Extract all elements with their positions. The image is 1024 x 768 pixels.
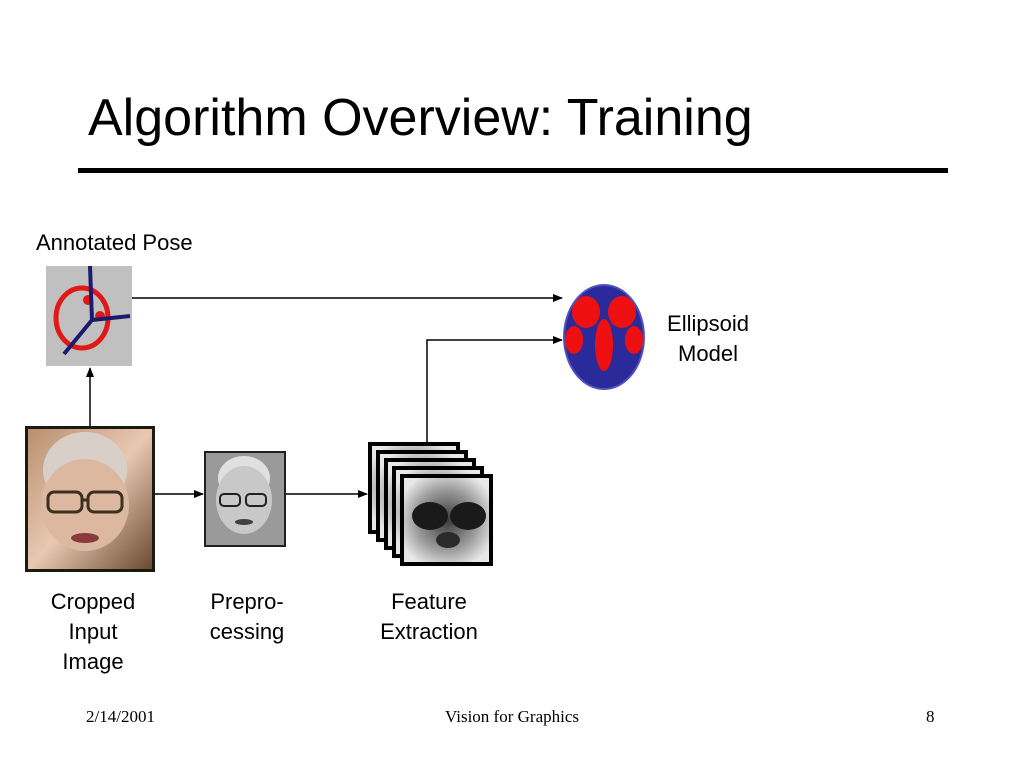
preprocessing-image	[204, 451, 286, 547]
feature-extraction-stack	[368, 442, 493, 566]
arrows	[86, 294, 563, 498]
ellipsoid-model-label: Ellipsoid Model	[667, 311, 749, 366]
cropped-input-label: Cropped Input Image	[50, 589, 136, 674]
arrow-feature-to-ellipsoid	[426, 336, 563, 442]
slide-title: Algorithm Overview: Training	[88, 89, 753, 147]
annotated-pose-image	[46, 265, 132, 366]
title-underline	[78, 168, 948, 173]
annotated-pose-label: Annotated Pose	[36, 230, 193, 255]
page-number: 8	[926, 707, 935, 726]
cropped-input-image	[25, 426, 155, 572]
footer-date: 2/14/2001	[86, 707, 155, 726]
feature-extraction-label: Feature Extraction	[380, 589, 478, 644]
preprocessing-label: Prepro- cessing	[209, 589, 285, 644]
footer-title: Vision for Graphics	[444, 707, 579, 726]
ellipsoid-model-image	[563, 284, 645, 390]
